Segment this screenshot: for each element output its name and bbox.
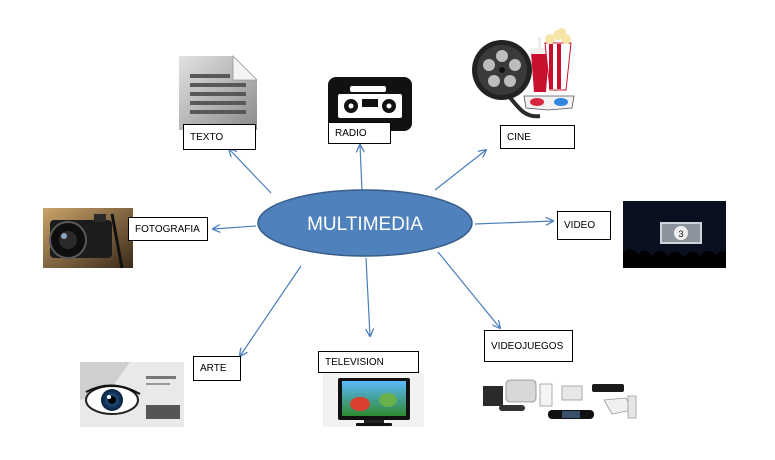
game-consoles-photo xyxy=(476,372,654,424)
node-videojuegos-label: VIDEOJUEGOS xyxy=(491,340,564,352)
movie-theater-screen-photo: 3 xyxy=(623,201,726,268)
flat-screen-tv-photo xyxy=(323,373,424,427)
node-television-label: TELEVISION xyxy=(325,356,384,368)
node-video: VIDEO xyxy=(557,211,611,240)
arrow-to-video xyxy=(474,221,553,224)
node-cine: CINE xyxy=(500,125,575,149)
digital-art-eye-photo xyxy=(80,362,184,427)
arrow-to-television xyxy=(365,257,370,336)
arrow-to-cine xyxy=(434,150,486,191)
camera-photo xyxy=(43,208,133,269)
film-reel-popcorn-icon xyxy=(472,28,575,119)
document-icon xyxy=(179,55,258,130)
node-cine-label: CINE xyxy=(507,131,531,143)
node-texto: TEXTO xyxy=(183,124,256,150)
theater-screen-number: 3 xyxy=(678,229,683,239)
node-arte: ARTE xyxy=(193,356,241,381)
node-fotografia-label: FOTOGRAFIA xyxy=(135,223,200,235)
node-television: TELEVISION xyxy=(318,351,419,373)
node-video-label: VIDEO xyxy=(564,220,596,231)
boombox-icon xyxy=(328,77,412,131)
connectors xyxy=(213,145,553,356)
node-radio-label: RADIO xyxy=(335,127,367,139)
node-radio: RADIO xyxy=(328,122,391,144)
center-label: MULTIMEDIA xyxy=(307,214,423,235)
node-videojuegos: VIDEOJUEGOS xyxy=(484,330,573,362)
node-arte-label: ARTE xyxy=(200,363,227,374)
arrow-to-fotografia xyxy=(213,226,257,229)
arrow-to-videojuegos xyxy=(437,251,500,328)
arrow-to-arte xyxy=(240,265,302,356)
center-node: MULTIMEDIA xyxy=(257,189,473,257)
node-texto-label: TEXTO xyxy=(190,131,224,143)
node-fotografia: FOTOGRAFIA xyxy=(128,217,208,241)
arrow-to-texto xyxy=(229,149,272,194)
arrow-to-radio xyxy=(360,145,362,191)
